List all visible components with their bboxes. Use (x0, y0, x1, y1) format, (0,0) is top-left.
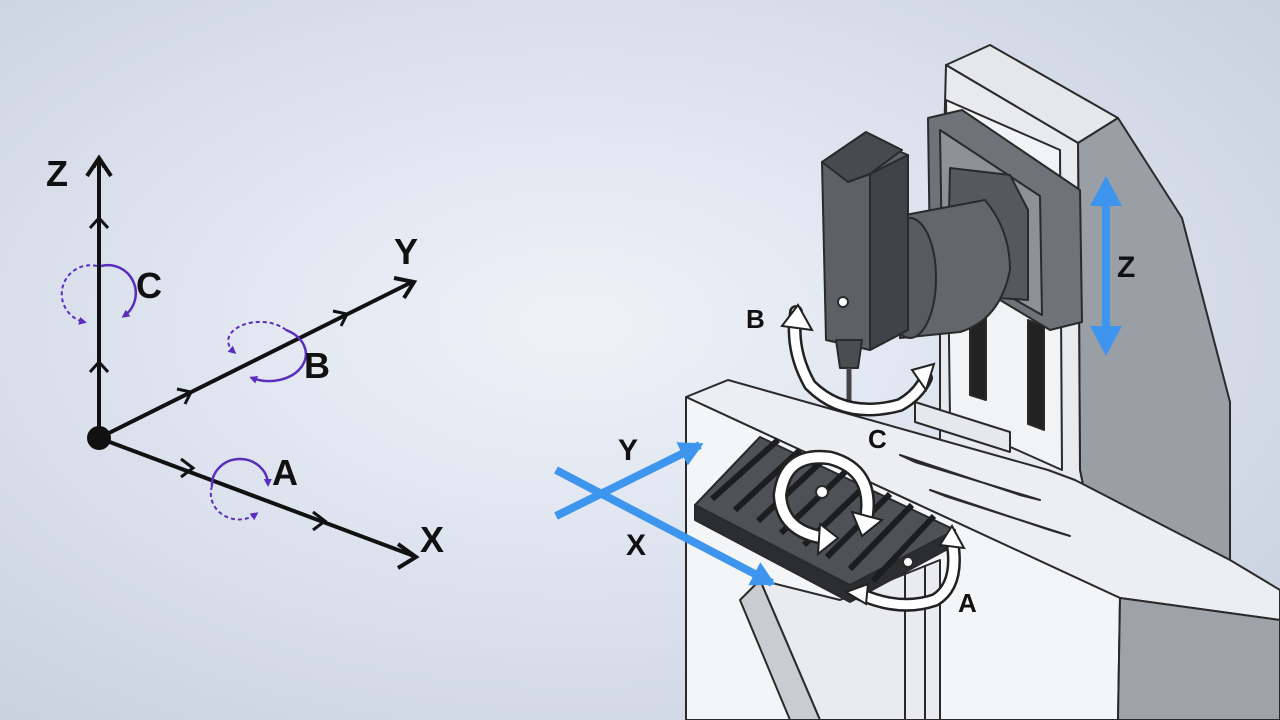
z-axis-label: Z (46, 153, 68, 194)
y-axis-label: Y (394, 231, 418, 272)
machine-rotary-arrows (772, 303, 966, 612)
a-rotation-arrowhead (938, 524, 966, 550)
y-axis-arrowhead (393, 276, 418, 300)
c-rotation-arrowhead (816, 522, 840, 557)
base-rail (899, 454, 1041, 501)
machine-linear-arrows (554, 176, 1122, 587)
x-axis-label: X (420, 519, 444, 560)
y-axis-chevron (176, 387, 194, 405)
machine-b-label: B (746, 304, 765, 334)
machine-y-label: Y (618, 434, 638, 467)
a-rotation-arrowhead (843, 582, 870, 606)
x-axis-chevron (180, 457, 196, 479)
coordinate-system: Z Y X C B A (46, 153, 444, 570)
c-rotation-arrow-dashed (60, 264, 98, 325)
spindle-nose (835, 339, 863, 369)
cross-slide (914, 401, 1011, 453)
x-axis-arrowhead (396, 542, 420, 570)
base-rail (929, 489, 1071, 537)
column-rail (1027, 319, 1045, 431)
y-axis-line (98, 280, 413, 440)
a-rotation-arrow-dashed (209, 485, 259, 521)
x-linear-arrow (554, 466, 776, 587)
z-axis-arrowhead (85, 154, 113, 178)
b-rotation-arrowhead-top (780, 303, 814, 332)
origin-point (87, 426, 111, 450)
machine-c-label: C (868, 424, 887, 454)
machine-illustration (685, 44, 1280, 720)
machine-a-label: A (958, 588, 977, 618)
machine-z-label: Z (1117, 251, 1135, 284)
base-right-face (1117, 597, 1280, 720)
b-rotation-arrowhead-right (910, 362, 936, 393)
a-rotation-label: A (272, 452, 298, 493)
spindle-head-right (869, 154, 909, 351)
spindle-head-top (821, 131, 903, 183)
c-rotation-arrow-solid (100, 263, 138, 318)
t-slot (870, 513, 937, 584)
b-rotation-arrow-solid (249, 328, 308, 384)
c-rotation-arrowhead (850, 510, 885, 538)
x-axis-line (98, 436, 415, 558)
t-slot (710, 437, 780, 502)
b-rotation-arrow-fill (790, 307, 931, 414)
table-pedestal-side (739, 579, 821, 720)
c-rotation-arrow-fill (774, 452, 873, 543)
x-axis-chevron (312, 510, 328, 532)
machine-x-label: X (626, 529, 646, 562)
c-rotation-label: C (136, 265, 162, 306)
a-rotation-arrow-fill (855, 535, 959, 610)
z-linear-arrowhead-down (1090, 326, 1122, 356)
spindle-head-pivot (837, 296, 849, 308)
b-rotation-arrow-dashed (227, 320, 287, 354)
table-center-point (815, 485, 829, 499)
t-slot (847, 502, 915, 572)
a-rotation-arrow-solid (210, 457, 272, 487)
z-axis-chevron (88, 359, 110, 374)
t-slot (755, 458, 825, 524)
z-linear-arrowhead-up (1090, 176, 1122, 206)
trunnion-pivot (902, 556, 914, 568)
y-axis-chevron (332, 309, 350, 327)
z-axis-chevron (88, 215, 110, 230)
b-rotation-label: B (304, 345, 330, 386)
y-linear-arrow (554, 441, 704, 520)
